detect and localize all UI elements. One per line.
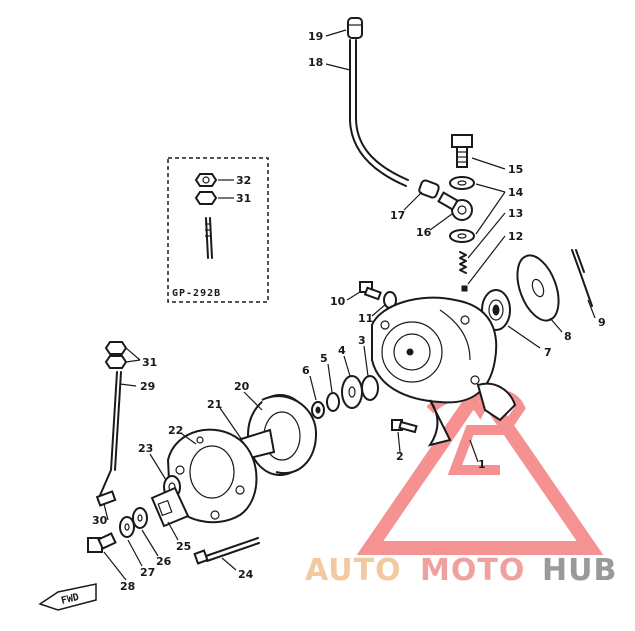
cable-rod [97, 371, 122, 501]
pipe-sleeve [418, 179, 440, 199]
callout-31-inset: 31 [236, 192, 251, 205]
outer-rotor [247, 394, 318, 476]
callout-21: 21 [207, 398, 222, 411]
inset-nut-32 [194, 173, 218, 187]
callout-14: 14 [508, 186, 524, 199]
forward-arrow-icon: FWD [38, 583, 97, 611]
callout-8: 8 [564, 330, 572, 343]
callout-10: 10 [330, 295, 346, 308]
callout-3: 3 [358, 334, 366, 347]
callout-9: 9 [598, 316, 606, 329]
small-washer [311, 401, 325, 419]
pin [571, 249, 593, 307]
inset-box [167, 157, 269, 303]
rotor-plate [361, 375, 379, 401]
callout-7: 7 [544, 346, 552, 359]
forward-label: FWD [60, 592, 80, 607]
pump-housing [371, 296, 517, 447]
callout-2: 2 [396, 450, 404, 463]
callout-18: 18 [308, 56, 323, 69]
callout-23: 23 [138, 442, 153, 455]
callout-17: 17 [390, 209, 405, 222]
washer-lower [449, 229, 475, 243]
inset-label: GP-292B [172, 288, 221, 299]
callout-16: 16 [416, 226, 432, 239]
callout-19: 19 [308, 30, 323, 43]
callout-26: 26 [156, 555, 172, 568]
callout-24: 24 [238, 568, 254, 581]
callout-11: 11 [358, 312, 373, 325]
rotor-washer [341, 375, 363, 409]
callout-4: 4 [338, 344, 346, 357]
cover-gasket [150, 486, 190, 528]
callout-5: 5 [320, 352, 328, 365]
pump-cover [166, 428, 258, 524]
inset-stud [205, 217, 213, 259]
callout-32: 32 [236, 174, 251, 187]
leader-lines [103, 29, 596, 581]
check-spring [459, 251, 467, 274]
washer-b [119, 516, 135, 538]
callout-13: 13 [508, 207, 523, 220]
watermark-hub: HUB [542, 553, 617, 588]
callout-30: 30 [92, 514, 108, 527]
housing-bolt [391, 419, 418, 434]
screw [359, 281, 382, 301]
watermark-auto: AUTO [305, 553, 402, 588]
callout-27: 27 [140, 566, 155, 579]
pipe-cap [347, 17, 363, 39]
callout-6: 6 [302, 364, 310, 377]
callout-28: 28 [120, 580, 135, 593]
watermark-moto: MOTO [420, 553, 525, 588]
check-ball [461, 285, 468, 292]
callout-1: 1 [478, 458, 486, 471]
callout-31: 31 [142, 356, 157, 369]
callout-29: 29 [140, 380, 155, 393]
union-bolt-fitting [437, 191, 473, 221]
spacer [326, 392, 340, 412]
washer-a [132, 507, 148, 529]
union-bolt [451, 134, 473, 168]
washer-upper [449, 176, 475, 190]
callout-22: 22 [168, 424, 183, 437]
callout-25: 25 [176, 540, 191, 553]
callout-12: 12 [508, 230, 523, 243]
callout-20: 20 [234, 380, 250, 393]
drive-plate [516, 254, 560, 322]
callout-15: 15 [508, 163, 523, 176]
banjo-bolt [87, 532, 117, 553]
nut-upper [104, 341, 128, 355]
cable-clip [95, 490, 117, 507]
oil-pipe [349, 39, 409, 187]
nut-lower [104, 355, 128, 369]
cover-bolt [193, 537, 260, 565]
inset-nut-31 [194, 191, 218, 205]
